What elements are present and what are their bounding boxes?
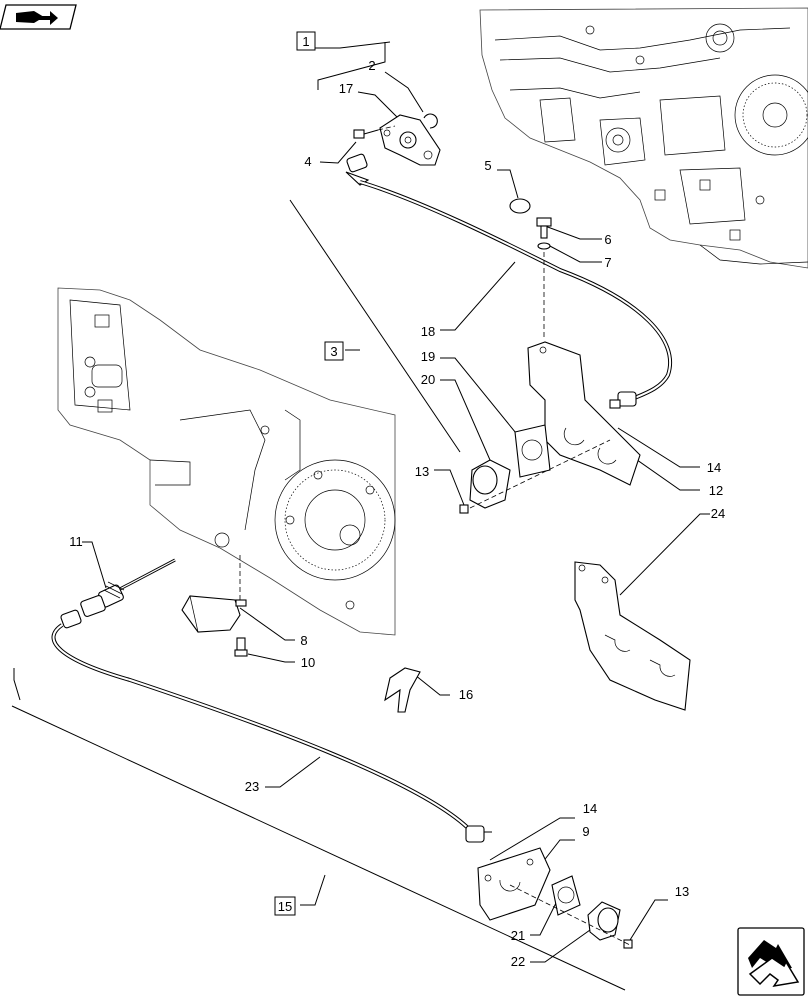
callout-14-bottom: 14 xyxy=(583,801,597,816)
callout-14-top: 14 xyxy=(707,460,721,475)
callout-16: 16 xyxy=(459,687,473,702)
callout-2: 2 xyxy=(368,58,375,73)
sensor-bracket-17 xyxy=(379,114,441,166)
callout-5: 5 xyxy=(484,158,491,173)
callout-19: 19 xyxy=(421,349,435,364)
plate-9 xyxy=(477,847,551,921)
gasket-19 xyxy=(514,424,551,478)
callout-21: 21 xyxy=(511,928,525,943)
plug-20 xyxy=(469,459,511,509)
sensor-11 xyxy=(98,558,176,608)
plug-22 xyxy=(587,901,621,941)
callout-4: 4 xyxy=(304,154,311,169)
transmission-housing xyxy=(57,287,396,636)
callout-9: 9 xyxy=(582,824,589,839)
book-arrow-icon[interactable] xyxy=(0,4,77,30)
snap-ring-2 xyxy=(423,113,438,129)
callout-20: 20 xyxy=(421,372,435,387)
callout-11: 11 xyxy=(69,534,83,549)
callout-13-bottom: 13 xyxy=(675,884,689,899)
callout-8: 8 xyxy=(300,633,307,648)
bolt-10 xyxy=(234,637,248,657)
leader-lines xyxy=(11,41,710,991)
sensor-plug-top xyxy=(609,391,637,409)
screw-13-top xyxy=(459,504,469,514)
oring-5 xyxy=(509,198,531,214)
bracket-8 xyxy=(181,595,247,633)
bracket-24 xyxy=(574,561,691,711)
bracket-12 xyxy=(527,341,641,486)
callout-12: 12 xyxy=(709,483,723,498)
cable-18 xyxy=(359,180,672,402)
bolt-4 xyxy=(353,125,396,139)
clip-16 xyxy=(384,667,421,713)
callout-24: 24 xyxy=(711,506,725,521)
callout-labels: 1 2 3 4 5 6 7 8 9 10 11 12 13 14 15 16 1… xyxy=(69,31,725,969)
gasket-21 xyxy=(551,875,581,916)
callout-7: 7 xyxy=(604,255,611,270)
cable-23 xyxy=(51,595,492,843)
callout-22: 22 xyxy=(511,954,525,969)
callout-1: 1 xyxy=(302,34,309,49)
callout-18: 18 xyxy=(421,324,435,339)
bolt-6 xyxy=(536,217,552,239)
washer-7 xyxy=(537,242,551,250)
callout-6: 6 xyxy=(604,232,611,247)
callout-13-top: 13 xyxy=(415,464,429,479)
callout-17: 17 xyxy=(339,81,353,96)
callout-10: 10 xyxy=(301,655,315,670)
callout-23: 23 xyxy=(245,779,259,794)
callout-3: 3 xyxy=(330,344,337,359)
sensor-connector-top xyxy=(345,153,370,186)
callout-15: 15 xyxy=(278,899,292,914)
next-page-arrow-icon[interactable] xyxy=(737,927,805,996)
engine-block xyxy=(479,7,808,269)
